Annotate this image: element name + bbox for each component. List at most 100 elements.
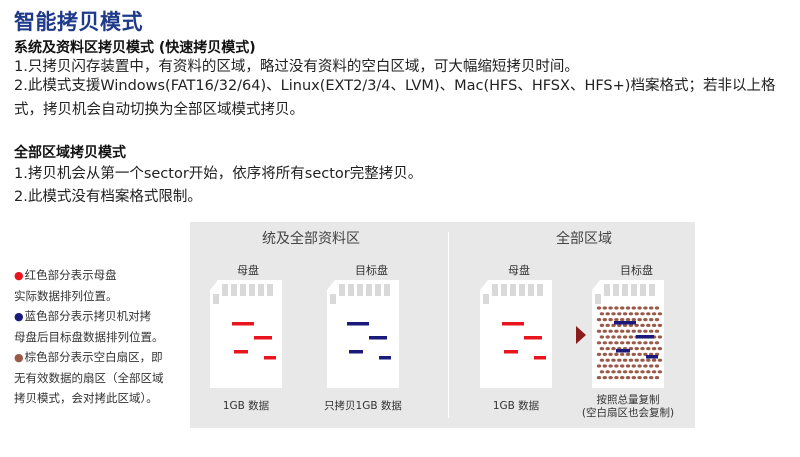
blank-sector-dot	[596, 364, 602, 368]
blank-sector-dot	[620, 352, 625, 356]
card2-label: 目标盘	[355, 264, 388, 277]
card1-label: 母盘	[237, 264, 259, 277]
blank-sector-dot	[596, 306, 602, 310]
blank-sector-dot	[622, 370, 628, 374]
blank-sector-dot	[657, 358, 663, 362]
blank-sector-dot	[614, 352, 619, 356]
blank-sector-dot	[649, 341, 654, 345]
brown-dot-icon: ●	[14, 351, 24, 364]
blank-sector-dot	[596, 341, 602, 345]
blank-sector-dot	[602, 376, 607, 380]
left-panel-heading: 统及全部资料区	[262, 231, 360, 247]
blank-sector-dot	[622, 312, 628, 316]
blank-sector-dot	[631, 306, 636, 310]
legend-blue-1: 蓝色部分表示拷贝机对拷	[24, 309, 152, 323]
blank-sector-dot	[614, 341, 619, 345]
blank-sector-dot	[622, 358, 628, 362]
blank-sector-dot	[602, 329, 607, 333]
source-data-blocks-2	[502, 322, 546, 360]
page-title: 智能拷贝模式	[14, 10, 143, 34]
blank-sector-dot	[631, 329, 636, 333]
blank-sector-dot	[628, 312, 634, 316]
blank-sector-dot	[620, 318, 625, 322]
legend-brown-2: 无有效数据的扇区（全部区域	[14, 371, 164, 385]
blank-sector-dot	[611, 370, 616, 374]
blank-sector-dot	[614, 329, 619, 333]
blank-sector-dot	[602, 364, 607, 368]
blank-sector-dot	[596, 352, 602, 356]
blank-sector-dot	[649, 364, 654, 368]
blank-sector-dot	[620, 306, 625, 310]
blank-sector-dot	[602, 341, 607, 345]
blank-sector-dot	[651, 370, 657, 374]
blank-sector-dot	[599, 323, 605, 327]
blank-sector-dot	[637, 318, 642, 322]
blank-sector-dot	[628, 358, 634, 362]
section1-line1: 1.只拷贝闪存装置中，有资料的区域，略过没有资料的空白区域，可大幅缩短拷贝时间。	[14, 59, 579, 75]
blank-sector-dot	[637, 364, 642, 368]
blank-sector-dot	[617, 312, 622, 316]
legend-blue-2: 母盘后目标盘数据排列位置。	[14, 330, 164, 344]
blank-sector-dot	[637, 306, 642, 310]
full-target-data-blocks	[614, 321, 658, 359]
blank-sector-dot	[643, 318, 648, 322]
blank-sector-dot	[631, 364, 636, 368]
target-card-2	[592, 280, 664, 388]
blank-sector-dot	[599, 370, 605, 374]
red-dot-icon: ●	[14, 269, 24, 282]
blank-sector-dot	[608, 306, 613, 310]
blank-sector-dot	[608, 341, 613, 345]
blank-sector-dot	[637, 352, 642, 356]
blank-sector-dot	[643, 329, 648, 333]
blank-sector-dot	[602, 318, 607, 322]
legend-red-2: 实际数据排列位置。	[14, 289, 118, 303]
blank-sector-dot	[640, 370, 645, 374]
card4-caption: 按照总量复制 (空白扇区也会复制)	[573, 394, 683, 420]
blank-sector-dot	[643, 364, 648, 368]
blank-sector-dot	[643, 306, 648, 310]
blank-sector-dot	[643, 341, 648, 345]
blank-sector-dot	[654, 329, 660, 333]
blank-sector-dot	[614, 364, 619, 368]
blank-sector-dot	[608, 352, 613, 356]
blank-sector-dot	[651, 323, 657, 327]
blank-sector-dot	[654, 364, 660, 368]
blank-sector-dot	[608, 364, 613, 368]
blank-sector-dot	[596, 318, 602, 322]
blank-sector-dot	[620, 364, 625, 368]
blank-sector-dot	[617, 323, 622, 327]
blank-sector-dot	[657, 323, 663, 327]
blank-sector-dot	[634, 312, 639, 316]
card3-label: 母盘	[508, 264, 530, 277]
blank-sector-dot	[599, 347, 605, 351]
blank-sector-dot	[599, 358, 605, 362]
blank-sector-dot	[654, 318, 660, 322]
blank-sector-dot	[637, 376, 642, 380]
blank-sector-dot	[625, 329, 631, 333]
blank-sector-dot	[646, 370, 651, 374]
blank-sector-dot	[617, 370, 622, 374]
blank-sector-dot	[637, 341, 642, 345]
blank-sector-dot	[649, 306, 654, 310]
blank-sector-dot	[620, 341, 625, 345]
blank-sector-dot	[622, 335, 628, 339]
blank-sector-dot	[654, 341, 660, 345]
card2-caption: 只拷贝1GB 数据	[324, 400, 402, 412]
target-data-blocks	[347, 322, 391, 360]
section2-heading: 全部区域拷贝模式	[14, 145, 126, 161]
blank-sector-dot	[605, 323, 610, 327]
section2-line1: 1.拷贝机会从第一个sector开始，依序将所有sector完整拷贝。	[14, 166, 423, 182]
blank-sector-dot	[620, 376, 625, 380]
legend-red-1: 红色部分表示母盘	[24, 268, 117, 282]
blank-sector-dot	[631, 318, 636, 322]
blank-sector-dot	[649, 318, 654, 322]
blank-sector-dot	[602, 306, 607, 310]
blank-sector-dot	[602, 352, 607, 356]
blank-sector-dot	[605, 312, 610, 316]
blank-sector-dot	[625, 352, 631, 356]
blank-sector-dot	[651, 358, 657, 362]
blank-sector-dot	[605, 335, 610, 339]
blank-sector-dot	[625, 318, 631, 322]
blank-sector-dot	[640, 312, 645, 316]
blank-sector-dot	[605, 370, 610, 374]
